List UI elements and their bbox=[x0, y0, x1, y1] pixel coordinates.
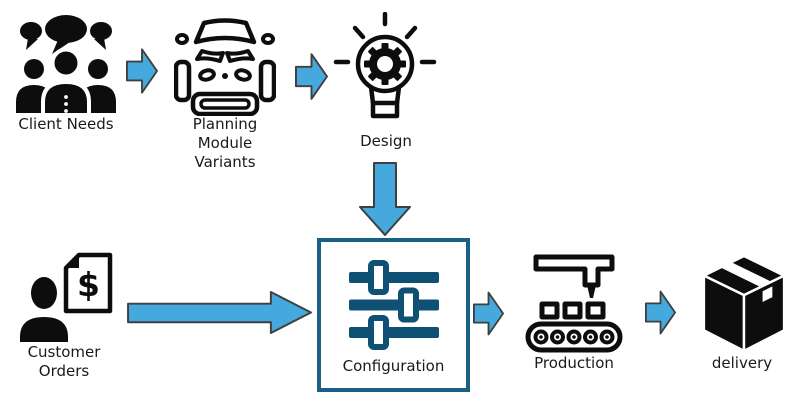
node-label-production: Production bbox=[534, 354, 614, 372]
arrow-orders-to-configuration bbox=[127, 290, 312, 335]
node-configuration: Configuration bbox=[317, 238, 470, 392]
node-label-client-needs: Client Needs bbox=[18, 115, 114, 133]
people-discussion-icon bbox=[16, 15, 116, 116]
sliders-icon bbox=[348, 260, 439, 350]
node-label-planning: Planning Module Variants bbox=[192, 115, 258, 171]
package-box-icon bbox=[702, 254, 786, 353]
arrow-design-to-configuration bbox=[359, 162, 411, 236]
node-label-configuration: Configuration bbox=[342, 357, 445, 375]
shipping-label bbox=[762, 286, 773, 302]
lightbulb-gear-icon bbox=[333, 12, 437, 119]
dollar-sign: $ bbox=[77, 265, 100, 304]
node-label-customer-orders: Customer Orders bbox=[27, 343, 101, 380]
arrow-planning-to-design bbox=[295, 53, 328, 100]
node-label-design: Design bbox=[360, 132, 412, 150]
arrow-production-to-delivery bbox=[645, 290, 676, 335]
assembly-line-icon bbox=[525, 254, 623, 353]
car-front-icon bbox=[174, 18, 276, 116]
gear-icon bbox=[364, 43, 406, 85]
arrow-client-to-planning bbox=[126, 48, 158, 94]
person-invoice-icon: $ bbox=[20, 252, 113, 342]
arrow-configuration-to-production bbox=[473, 291, 504, 336]
node-label-delivery: delivery bbox=[711, 354, 773, 372]
